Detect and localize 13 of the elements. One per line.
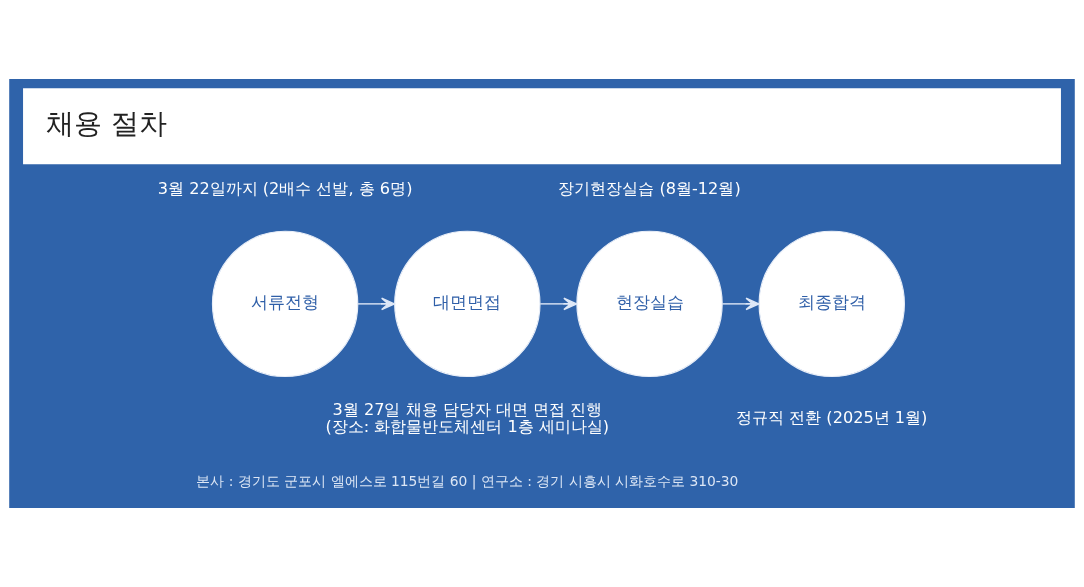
node-label: 장기현장실습 (8월-12월) xyxy=(558,178,741,198)
arrow xyxy=(539,297,578,311)
node-circle: 최종합격 xyxy=(758,230,905,378)
node-circle: 현장실습 xyxy=(576,230,723,378)
node-label: 3월 22일까지 (2배수 선발, 총 6명) xyxy=(157,178,413,198)
node-circle: 서류전형 xyxy=(211,230,359,378)
arrow xyxy=(721,297,760,311)
node-label: 3월 27일 채용 담당자 대면 면접 진행 (장소: 화합물반도체센터 1층 세미나실) xyxy=(325,399,610,437)
node-label: 정규직 전환 (2025년 1월) xyxy=(736,408,928,428)
label: 본사 : 경기도 군포시 엘에스로 115번길 60 | 연구소 : 경기 시흥시 시화호수로 310-30 xyxy=(196,473,739,490)
node-circle: 대면면접 xyxy=(394,230,541,378)
diagram-title: 채용 절차 xyxy=(46,107,167,141)
arrow xyxy=(357,297,396,311)
